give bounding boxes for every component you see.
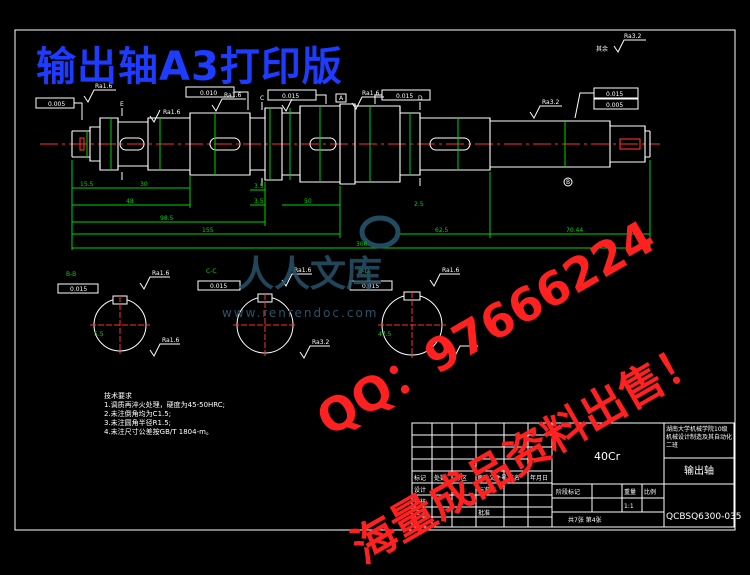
tech-item: 2.未注倒角均为C1.5;: [104, 410, 172, 418]
roughness-s3: Ra1.6: [442, 267, 459, 274]
tb-approve: 批准: [478, 509, 490, 517]
tb-weight: 重量: [624, 488, 636, 496]
tb-sheet: 共7张 第4张: [568, 516, 602, 524]
tol-6: 0.005: [606, 102, 623, 109]
diameter-dims: [86, 106, 566, 182]
tb-material: 40Cr: [594, 450, 621, 463]
tol-3: 0.015: [282, 93, 299, 100]
dim-d12: 2.5: [414, 201, 424, 208]
tol-sec1: 0.015: [70, 286, 87, 293]
watermark-logo: [359, 215, 401, 249]
tol-4: 0.015: [396, 93, 413, 100]
section-title-b: C-C: [206, 268, 217, 275]
dim-d5: 155: [202, 227, 214, 234]
dim-d10: 62.5: [435, 227, 449, 234]
tolerance-frames: [35, 86, 639, 120]
dim-d3: 48: [126, 198, 134, 205]
tol-5: 0.015: [606, 91, 623, 98]
tb-division: 分区: [455, 474, 467, 482]
tb-check: 审核: [414, 498, 426, 506]
dim-d11: 70.44: [566, 227, 583, 234]
dim-d4: 98.5: [160, 215, 174, 222]
tol-sec3: 0.015: [362, 283, 379, 290]
watermark-site: 人人文库: [238, 253, 383, 295]
tb-mark: 标记: [414, 474, 426, 482]
tb-drawing-no: QCBSQ6300-035: [666, 512, 742, 522]
roughness-r2: Ra1.6: [163, 109, 180, 116]
tech-item: 3.未注圆角半径R1.5;: [104, 419, 172, 427]
section-label-c2: C: [260, 95, 264, 102]
tb-count: 处数: [434, 474, 446, 482]
tol-1: 0.005: [48, 101, 65, 108]
dim-d8: 3.5: [254, 198, 264, 205]
section-title-c: D-D: [358, 268, 370, 275]
roughness-s5: Ra3.2: [312, 339, 329, 346]
tb-date: 年月日: [530, 474, 548, 482]
tb-stage: 阶段标记: [556, 488, 580, 496]
tol-2: 0.010: [200, 90, 217, 97]
dim-d9: 50: [304, 198, 312, 205]
tb-design: 设计: [414, 486, 426, 494]
dim-d13: 5.5: [94, 331, 104, 338]
length-dims: [71, 160, 651, 250]
datum-a: A: [339, 95, 344, 102]
title-block-grid: [411, 422, 735, 528]
dim-d14: 47.5: [378, 331, 392, 338]
tb-ratio: 比例: [644, 488, 656, 496]
keyways: [119, 137, 471, 151]
roughness-s2: Ra1.6: [294, 267, 311, 274]
roughness-marks: [83, 39, 646, 123]
roughness-r3: Ra1.6: [224, 92, 241, 99]
dim-d6: 306: [356, 241, 368, 248]
tb-sign: 签名: [508, 474, 520, 482]
tb-std: 标准化: [478, 486, 496, 494]
section-title-a: B-B: [66, 271, 76, 278]
tech-heading: 技术要求: [104, 392, 132, 400]
cross-sections: [57, 273, 478, 359]
tech-item: 1.调质再淬火处理，硬度为45-50HRC;: [104, 401, 226, 409]
section-label-d: D: [418, 95, 423, 102]
tb-school: 湖南大学机械学院10级机械设计制造及其自动化二班: [666, 426, 733, 449]
drawing-canvas: 其余 Ra3.2 Ra1.6 Ra1.6 Ra1.6 Ra1.6 Ra3.2 R…: [14, 29, 742, 531]
tech-item: 4.未注尺寸公差按GB/T 1804-m。: [104, 428, 213, 436]
dim-d1: 15.5: [80, 181, 94, 188]
datum-markers: [121, 93, 573, 187]
datum-b: B: [566, 179, 570, 186]
tb-scale: 1:1: [624, 503, 634, 510]
roughness-r4: Ra1.6: [362, 90, 379, 97]
roughness-s4: Ra1.6: [162, 337, 179, 344]
dim-d2: 30: [140, 181, 148, 188]
section-label-e: E: [120, 101, 124, 108]
drawing-frame: [14, 29, 736, 531]
tol-sec2: 0.015: [210, 283, 227, 290]
tb-process: 工艺: [414, 509, 426, 517]
roughness-s1: Ra1.6: [152, 270, 169, 277]
dim-d7: 3.5: [254, 183, 264, 190]
surface-roughness-general: Ra3.2: [624, 33, 641, 40]
tb-change-doc: 更改文件号: [477, 474, 507, 482]
surface-note: 其余: [596, 45, 608, 53]
roughness-r5: Ra3.2: [542, 99, 559, 106]
tech-requirements: 技术要求 1.调质再淬火处理，硬度为45-50HRC; 2.未注倒角均为C1.5…: [104, 392, 225, 437]
roughness-r1: Ra1.6: [95, 83, 112, 90]
page-title: 输出轴A3打印版: [36, 44, 343, 90]
watermark-url: www.renrendoc.com: [222, 306, 379, 320]
shaft-outline: [71, 103, 651, 185]
tb-part-name: 输出轴: [684, 464, 714, 477]
